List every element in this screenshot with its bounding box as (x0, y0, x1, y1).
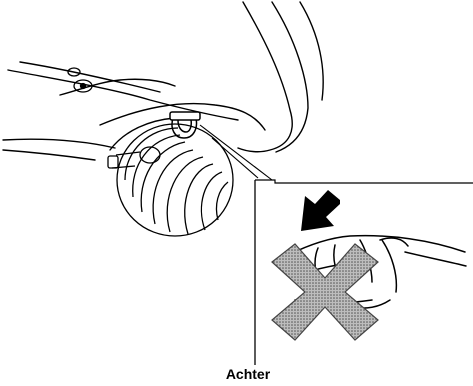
detail-inset (255, 180, 473, 365)
leader-lines (200, 125, 272, 365)
x-cross-icon (272, 244, 378, 340)
vehicle-body (3, 2, 323, 160)
down-left-arrow-icon (301, 190, 340, 231)
caption-label: Achter (203, 365, 293, 383)
